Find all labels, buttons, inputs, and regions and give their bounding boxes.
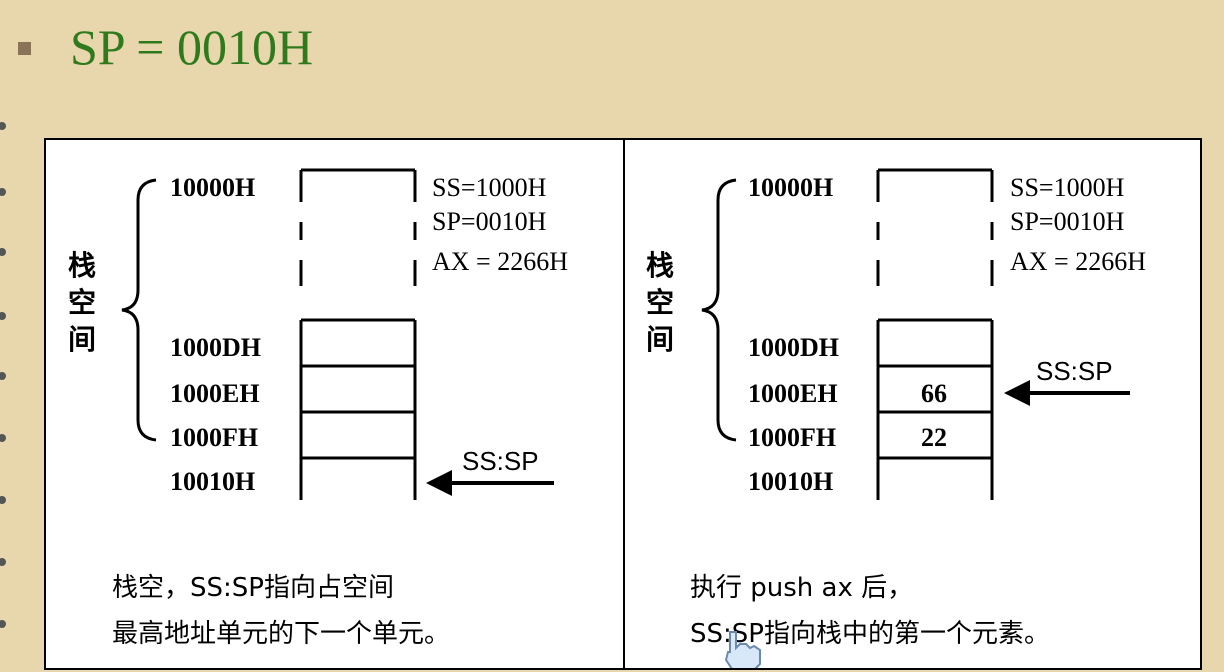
pointer-label: SS:SP (462, 446, 539, 476)
address-label: 1000DH (748, 333, 839, 362)
stack-cell-value: 66 (921, 379, 947, 408)
register-text: SP=0010H (1010, 207, 1125, 236)
caption-line: 最高地址单元的下一个单元。 (112, 619, 450, 649)
pointer-arrow-icon (1004, 380, 1130, 406)
heading-line: SP = 0010H (0, 0, 1224, 110)
address-label: 1000FH (170, 423, 258, 452)
caption-line: SS:SP指向栈中的第一个元素。 (690, 619, 1050, 649)
address-label: 1000EH (170, 379, 260, 408)
address-label: 10010H (748, 467, 833, 496)
address-label: 10010H (170, 467, 255, 496)
register-text: AX = 2266H (432, 247, 568, 276)
stack-label-char: 栈 (68, 249, 96, 282)
stack-cell-value: 22 (921, 423, 947, 452)
dot-icon (0, 372, 6, 380)
stack-label-char: 栈 (646, 249, 674, 282)
panel-after-push: 栈 空 间 10000H 1000DH 1000EH 1000FH 10010H (646, 168, 1146, 672)
side-dots (0, 100, 8, 670)
stack-brace (701, 178, 737, 442)
stack-label-char: 空 (68, 286, 96, 319)
dot-icon (0, 248, 6, 256)
dot-icon (0, 122, 6, 130)
address-label: 1000FH (748, 423, 836, 452)
stack-diagram-figure: 栈 空 间 10000H 1000DH 1000EH 1000FH 10010H (44, 138, 1202, 672)
pointer-label: SS:SP (1036, 356, 1113, 386)
dot-icon (0, 434, 6, 442)
register-text: SS=1000H (1010, 173, 1125, 202)
panel-empty-stack: 栈 空 间 10000H 1000DH 1000EH 1000FH 10010H (68, 168, 568, 649)
dot-icon (0, 620, 6, 628)
address-label: 10000H (748, 173, 833, 202)
address-label: 10000H (170, 173, 255, 202)
stack-label-char: 空 (646, 286, 674, 319)
stack-diagram: 栈 空 间 10000H 1000DH 1000EH 1000FH 10010H (68, 140, 1146, 672)
page-title: SP = 0010H (70, 19, 314, 75)
stack-label-char: 间 (646, 323, 674, 356)
address-label: 1000DH (170, 333, 261, 362)
register-text: AX = 2266H (1010, 247, 1146, 276)
register-text: SP=0010H (432, 207, 547, 236)
dot-icon (0, 496, 6, 504)
caption-line: 执行 push ax 后， (690, 573, 913, 603)
stack-column (876, 168, 994, 500)
stack-label-char: 间 (68, 323, 96, 356)
register-text: SS=1000H (432, 173, 547, 202)
hand-cursor-icon (724, 631, 761, 672)
stack-brace (121, 178, 157, 442)
pointer-arrow-icon (426, 470, 554, 496)
dot-icon (0, 312, 6, 320)
bullet-square-icon (18, 42, 31, 55)
caption-line: 栈空，SS:SP指向占空间 (112, 573, 394, 603)
dot-icon (0, 188, 6, 196)
dot-icon (0, 558, 6, 566)
address-label: 1000EH (748, 379, 838, 408)
stack-column (299, 168, 417, 500)
